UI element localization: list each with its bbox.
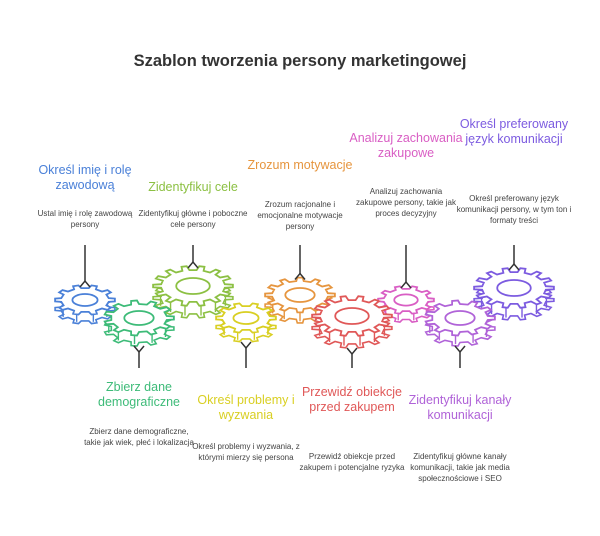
step-title: Zidentyfikuj kanały komunikacji: [408, 393, 512, 422]
gear-icon: [311, 295, 393, 349]
gear-face: [377, 285, 435, 315]
step-description: Zidentyfikuj główne kanały komunikacji, …: [410, 452, 510, 483]
gear-icon: [424, 299, 496, 347]
step-title: Zidentyfikuj cele: [148, 180, 238, 194]
gear-icon: [152, 265, 234, 319]
arrowhead: [133, 345, 145, 354]
step-title: Przewidź obiekcje przed zakupem: [301, 385, 403, 414]
arrowhead: [400, 280, 412, 289]
gear-hole: [393, 293, 419, 307]
gear-face: [473, 267, 555, 309]
gear-icon: [473, 267, 555, 321]
arrowhead: [294, 272, 306, 280]
step-description: Analizuj zachowania zakupowe persony, ta…: [356, 187, 456, 218]
gear-hole: [444, 310, 476, 326]
step-description: Przewidź obiekcje przed zakupem i potenc…: [299, 452, 405, 472]
gear-hole: [71, 293, 99, 307]
gear-face: [215, 302, 277, 334]
gear-face: [152, 265, 234, 307]
gear-face: [103, 299, 175, 337]
step-description: Określ problemy i wyzwania, z którymi mi…: [192, 442, 300, 462]
arrowhead: [346, 347, 358, 356]
gear-icon: [215, 302, 277, 343]
step-description: Zbierz dane demograficzne, takie jak wie…: [84, 427, 194, 447]
gear-face: [424, 299, 496, 337]
gear-icon: [54, 284, 116, 325]
gear-face: [54, 284, 116, 316]
step-title: Zbierz dane demograficzne: [98, 380, 180, 409]
arrowhead: [187, 260, 199, 269]
gear-hole: [175, 277, 211, 295]
step-title: Analizuj zachowania zakupowe: [349, 131, 463, 160]
step-title: Określ problemy i wyzwania: [197, 393, 295, 422]
arrowhead: [79, 279, 91, 288]
gear-hole: [123, 310, 155, 326]
arrowhead: [454, 345, 466, 354]
arrowhead: [240, 341, 252, 350]
gear-icon: [103, 299, 175, 347]
arrowhead: [508, 262, 520, 271]
gear-hole: [496, 279, 532, 297]
step-description: Ustal imię i rolę zawodową persony: [37, 209, 133, 229]
step-title: Określ preferowany język komunikacji: [459, 117, 569, 146]
gear-hole: [334, 307, 370, 325]
gear-hole: [284, 287, 316, 303]
gear-hole: [232, 311, 260, 325]
diagram-title: Szablon tworzenia persony marketingowej: [133, 52, 467, 70]
step-title: Określ imię i rolę zawodową: [38, 163, 132, 192]
gear-face: [311, 295, 393, 337]
step-description: Zidentyfikuj główne i poboczne cele pers…: [138, 209, 248, 229]
step-description: Zrozum racjonalne i emocjonalne motywacj…: [257, 200, 343, 231]
step-title: Zrozum motywacje: [247, 158, 353, 172]
step-description: Określ preferowany język komunikacji per…: [456, 194, 572, 225]
